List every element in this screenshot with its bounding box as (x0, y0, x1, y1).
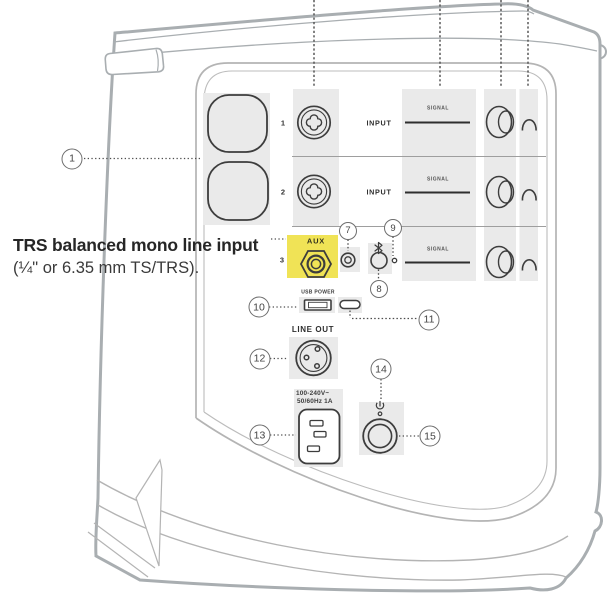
kickstand-foot (135, 458, 163, 567)
usb-a-port-icon (303, 299, 332, 311)
panel-controls (207, 94, 537, 465)
annotation-block: TRS balanced mono line input (¼" or 6.35… (13, 235, 258, 278)
tone-knob-3 (521, 259, 537, 271)
callout-10: 10 (248, 296, 270, 318)
combo-jack-2 (296, 174, 332, 209)
wedge-edge-line-1 (87, 531, 149, 578)
annotation-title: TRS balanced mono line input (13, 235, 259, 255)
bluetooth-led (391, 257, 398, 264)
callout-leaders (84, 0, 529, 437)
xlr-output-icon (295, 339, 332, 377)
power-led (377, 411, 383, 417)
wedge-fold-line-2 (97, 504, 567, 581)
foot-bump (594, 511, 603, 532)
channel-1-input-label: INPUT (366, 117, 392, 127)
callout-8: 8 (370, 280, 388, 298)
line-out-label: LINE OUT (291, 325, 335, 334)
trs-ring-jack (340, 252, 356, 268)
channel-2-number: 2 (280, 186, 286, 196)
annotation-subtitle: (¼" or 6.35 mm TS/TRS). (13, 259, 200, 277)
usb-c-port-icon (339, 299, 361, 310)
callout-1: 1 (61, 148, 83, 169)
channel-3-signal-label: SIGNAL (427, 246, 449, 253)
channel-3-number: 3 (279, 255, 285, 265)
bluetooth-button (370, 251, 388, 270)
power-button (362, 418, 398, 454)
top-face-line-1 (112, 10, 535, 43)
callout-12: 12 (249, 348, 270, 369)
volume-knob-3 (485, 245, 515, 279)
xlr-out-zone (289, 337, 338, 379)
handle (104, 47, 165, 76)
top-face-line-2 (111, 37, 598, 58)
recessed-panel-outer (195, 62, 557, 522)
channel-1-number: 1 (280, 118, 286, 128)
usb-power-label: USB POWER (301, 289, 335, 295)
handle-grip-line (155, 49, 159, 72)
callout-13: 13 (249, 424, 270, 446)
volume-knob-2 (485, 175, 515, 209)
tone-knob-2 (521, 189, 537, 201)
callout-15: 15 (419, 425, 441, 447)
power-icon (375, 400, 385, 410)
trs-hex-jack-icon (299, 250, 333, 278)
strap-loop (599, 44, 607, 60)
volume-knob-1 (485, 105, 515, 139)
trs-ring-jack-zone (340, 247, 360, 272)
channel-2-input-label: INPUT (366, 187, 392, 197)
leader-11 (349, 310, 418, 320)
callout-14: 14 (370, 358, 392, 380)
callout-9: 9 (384, 219, 402, 237)
tone-knob-1 (521, 119, 537, 131)
power-rating-line-2: 50/60Hz 1A (297, 397, 333, 405)
aux-label: AUX (306, 235, 326, 245)
combo-jack-1 (296, 105, 332, 140)
callout-11: 11 (418, 309, 440, 330)
master-knobs-zone (203, 93, 270, 225)
callout-7: 7 (339, 221, 357, 240)
power-rating-line-1: 100-240V~ (296, 389, 330, 397)
master-knob-1 (207, 94, 268, 153)
channel-1-signal-label: SIGNAL (427, 105, 449, 112)
master-knob-2 (207, 161, 269, 221)
tone-knob-zone (519, 89, 538, 281)
signal-zone (402, 89, 476, 281)
ac-inlet-icon (298, 408, 341, 465)
wedge-fold-line-1 (96, 479, 569, 562)
wedge-edge-line-2 (93, 522, 156, 569)
combo-jack-zone (293, 89, 339, 226)
channel-2-signal-label: SIGNAL (427, 176, 449, 183)
bluetooth-icon (374, 241, 383, 255)
recessed-panel-inner (203, 70, 548, 510)
